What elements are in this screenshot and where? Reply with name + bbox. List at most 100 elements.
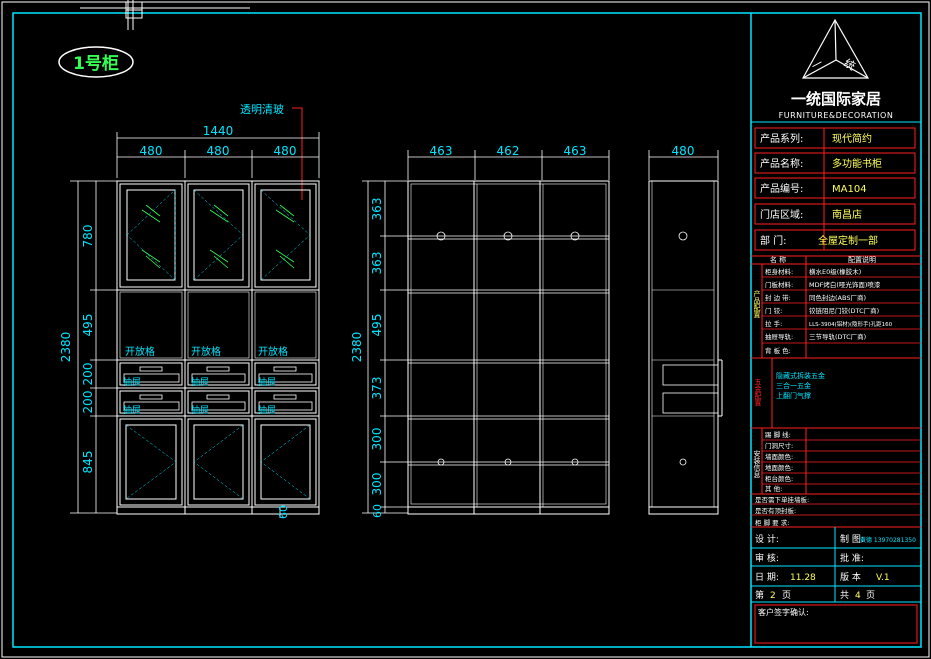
version-label: 版 本 bbox=[840, 571, 861, 583]
hardware-section: 五金配置 隐藏式拆装五金 三合一五金 上翻门气撑 bbox=[751, 358, 921, 429]
info-value: 全屋定制一部 bbox=[818, 234, 878, 247]
info-value: 南昌店 bbox=[832, 208, 862, 221]
install-section: 安装信息 踢 脚 线: 门洞尺寸: 墙面颜色: 地面颜色: 柜台颜色: 其 他: bbox=[751, 428, 921, 495]
drawer-label: 抽屉 bbox=[191, 376, 209, 388]
interior-row-height: 300 bbox=[370, 473, 384, 496]
hardware-line: 隐藏式拆装五金 bbox=[776, 371, 825, 380]
notes-label: 柜 脚 要 求: bbox=[755, 518, 789, 527]
spec-value: 三节导轨(DTC厂商) bbox=[809, 332, 866, 341]
front-column-width: 480 bbox=[207, 144, 230, 158]
total-pages-label: 页 bbox=[866, 590, 875, 601]
glass-door bbox=[254, 183, 317, 288]
spec-value: MDF烤白(哑光饰面)喷漆 bbox=[809, 280, 881, 289]
hardware-line: 上翻门气撑 bbox=[776, 391, 811, 400]
front-plinth-height: 60 bbox=[277, 505, 290, 519]
glass-door bbox=[119, 183, 183, 288]
drafter-label: 制 图: bbox=[840, 533, 864, 545]
interior-width-dimensions: 463 462 463 bbox=[407, 144, 610, 180]
spec-value: 铰链阻尼门铰(DTC厂商) bbox=[809, 306, 879, 315]
drawer-row bbox=[119, 362, 317, 386]
page-number: 2 bbox=[770, 591, 776, 601]
interior-elevation: 463 462 463 2380 363 363 495 373 300 300… bbox=[350, 144, 610, 518]
spec-label: 封 边 带: bbox=[765, 293, 791, 302]
total-pages: 4 bbox=[855, 591, 861, 601]
hardware-group-label: 五金配置 bbox=[754, 378, 762, 406]
glass-door bbox=[187, 183, 250, 288]
handle-cutouts bbox=[436, 231, 580, 466]
notes-label: 是否需下单挂墙板: bbox=[755, 495, 809, 504]
install-label: 踢 脚 线: bbox=[765, 430, 791, 439]
side-width: 480 bbox=[672, 144, 695, 158]
signoff-grid: 设 计: 制 图: 黄德 13970281350 审 核: 批 准: 日 期: … bbox=[751, 527, 921, 603]
drawer-label: 抽屉 bbox=[191, 404, 209, 416]
front-row-height: 200 bbox=[81, 363, 95, 386]
page-label: 第 bbox=[755, 589, 764, 601]
notes-section: 是否需下单挂墙板: 是否有顶封板: 柜 脚 要 求: bbox=[751, 495, 921, 528]
version-value: V.1 bbox=[876, 573, 890, 583]
checker-label: 审 核: bbox=[755, 552, 779, 564]
install-label: 门洞尺寸: bbox=[765, 441, 793, 450]
front-overall-height: 2380 bbox=[59, 332, 73, 363]
open-shelf-label: 开放格 bbox=[258, 345, 288, 358]
glass-callout-label: 透明清玻 bbox=[240, 103, 284, 116]
brand-logo: 一 统 bbox=[801, 18, 870, 79]
lower-door bbox=[254, 418, 317, 506]
front-column-width: 480 bbox=[140, 144, 163, 158]
spec-label: 抽屉导轨: bbox=[765, 332, 793, 341]
glass-callout-leader bbox=[292, 107, 303, 200]
interior-row-height: 363 bbox=[370, 252, 384, 275]
info-label: 产品编号: bbox=[760, 182, 803, 195]
install-label: 其 他: bbox=[765, 484, 782, 493]
info-value: 现代简约 bbox=[832, 132, 872, 145]
front-row-height: 200 bbox=[81, 391, 95, 414]
total-pages-label: 共 bbox=[840, 590, 849, 601]
drawer-label: 抽屉 bbox=[123, 376, 141, 388]
interior-row-height: 373 bbox=[370, 377, 384, 400]
spec-label: 柜身材料: bbox=[765, 267, 793, 276]
hardware-line: 三合一五金 bbox=[776, 381, 811, 390]
open-shelf-label: 开放格 bbox=[125, 345, 155, 358]
info-label: 产品名称: bbox=[760, 157, 803, 170]
spec-header: 配置说明 bbox=[848, 255, 876, 264]
drawer-label: 抽屉 bbox=[258, 376, 276, 388]
info-value: 多功能书柜 bbox=[832, 157, 882, 170]
install-group-label: 安装信息 bbox=[753, 449, 761, 478]
date-value: 11.28 bbox=[790, 573, 816, 583]
interior-row-height: 495 bbox=[370, 314, 384, 337]
date-label: 日 期: bbox=[755, 572, 779, 583]
client-signature-label: 客户签字确认: bbox=[758, 607, 809, 617]
interior-column-width: 462 bbox=[497, 144, 520, 158]
logo-glyph: 统 bbox=[842, 57, 858, 74]
interior-row-height: 300 bbox=[370, 428, 384, 451]
notes-label: 是否有顶封板: bbox=[755, 506, 796, 515]
front-column-width: 480 bbox=[274, 144, 297, 158]
info-label: 门店区域: bbox=[760, 208, 803, 221]
spec-label: 拉 手: bbox=[765, 319, 782, 328]
drawing-frame bbox=[12, 12, 922, 648]
front-height-dimensions: 2380 780 495 200 200 845 bbox=[59, 180, 117, 514]
install-label: 地面颜色: bbox=[765, 463, 793, 472]
info-label: 部 门: bbox=[760, 234, 787, 247]
interior-height-dimensions: 2380 363 363 495 373 300 300 60 bbox=[350, 180, 408, 518]
lower-door bbox=[119, 418, 183, 506]
front-elevation: 1440 480 480 480 2380 780 495 200 200 84… bbox=[59, 124, 320, 519]
lower-door bbox=[187, 418, 250, 506]
interior-row-height: 60 bbox=[371, 504, 384, 518]
badge-label: 1号柜 bbox=[73, 53, 119, 74]
spec-label: 背 板 色: bbox=[765, 346, 791, 355]
info-value: MA104 bbox=[832, 184, 867, 195]
title-block: 一 统 一统国际家居 FURNITURE&DECORATION 产品系列: 现代… bbox=[751, 18, 921, 644]
front-overall-width: 1440 bbox=[203, 124, 234, 138]
spec-value: 横水E0级(橡胶木) bbox=[809, 267, 861, 276]
spec-value: 同色封边(ABS厂商) bbox=[809, 293, 866, 302]
drawer-label: 抽屉 bbox=[258, 404, 276, 416]
product-info-table: 产品系列: 现代简约 产品名称: 多功能书柜 产品编号: MA104 门店区域:… bbox=[754, 127, 916, 251]
page-label: 页 bbox=[782, 590, 791, 601]
spec-label: 门 铰: bbox=[765, 306, 782, 315]
logo-glyph: 一 bbox=[809, 57, 825, 74]
front-row-height: 495 bbox=[81, 314, 95, 337]
install-label: 柜台颜色: bbox=[765, 474, 793, 483]
drawer-row bbox=[119, 390, 317, 414]
spec-table: 名 称 配置说明 产品配置 柜身材料: 横水E0级(橡胶木) 门板材料: MDF… bbox=[751, 255, 921, 359]
